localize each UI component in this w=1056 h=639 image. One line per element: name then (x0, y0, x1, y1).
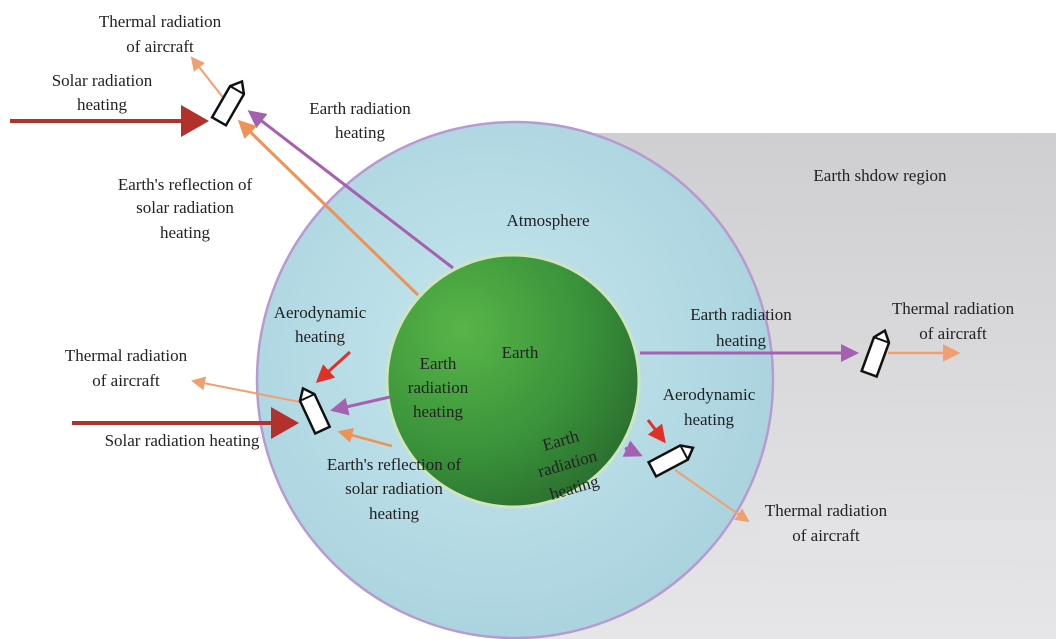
thermal-arrow-top (190, 56, 226, 101)
svg-text:of aircraft: of aircraft (792, 526, 860, 545)
svg-text:heating: heating (160, 223, 211, 242)
svg-text:Aerodynamic: Aerodynamic (274, 303, 367, 322)
svg-text:heating: heating (684, 410, 735, 429)
svg-text:heating: heating (77, 95, 128, 114)
label-aero-left: Aerodynamic heating (274, 303, 367, 346)
svg-text:Earth's reflection of: Earth's reflection of (118, 175, 253, 194)
label-thermal-top: Thermal radiation of aircraft (99, 12, 222, 56)
label-reflection-left: Earth's reflection of solar radiation he… (327, 455, 462, 523)
svg-text:Earth: Earth (420, 354, 457, 373)
label-thermal-left: Thermal radiation of aircraft (65, 346, 188, 390)
svg-text:heating: heating (295, 327, 346, 346)
svg-text:solar radiation: solar radiation (136, 198, 234, 217)
earth-globe (385, 253, 641, 509)
label-thermal-bottom: Thermal radiation of aircraft (765, 501, 888, 545)
reflection-arrow-left (337, 428, 393, 448)
svg-text:heating: heating (369, 504, 420, 523)
thermal-arrow-lower-right (674, 469, 750, 523)
label-shadow-region: Earth shdow region (813, 166, 947, 185)
svg-text:Earth radiation: Earth radiation (690, 305, 792, 324)
earth-radiation-arrow-lower-right (622, 440, 643, 457)
earth-radiation-arrow-top (247, 110, 454, 270)
aircraft-lower-right (646, 444, 695, 479)
earth-radiation-arrow-left (330, 395, 391, 416)
aero-arrow-lower-right (646, 419, 666, 444)
svg-text:Earth radiation: Earth radiation (309, 99, 411, 118)
aircraft-right (860, 328, 891, 379)
svg-text:Solar radiation: Solar radiation (52, 71, 153, 90)
svg-text:radiation: radiation (408, 378, 469, 397)
svg-text:of aircraft: of aircraft (92, 371, 160, 390)
svg-text:Thermal radiation: Thermal radiation (892, 299, 1015, 318)
label-earth: Earth (502, 343, 539, 362)
svg-text:of aircraft: of aircraft (919, 324, 987, 343)
aircraft-left (298, 386, 332, 436)
svg-text:heating: heating (413, 402, 464, 421)
label-solar-left: Solar radiation heating (105, 431, 260, 450)
shadow-band (760, 440, 1056, 480)
label-aero-right: Aerodynamic heating (663, 385, 756, 429)
aircraft-top-left (210, 79, 246, 128)
svg-text:heating: heating (335, 123, 386, 142)
svg-text:of aircraft: of aircraft (126, 37, 194, 56)
label-thermal-right: Thermal radiation of aircraft (892, 299, 1015, 343)
shadow-band (760, 520, 1056, 560)
svg-text:solar radiation: solar radiation (345, 479, 443, 498)
svg-text:Aerodynamic: Aerodynamic (663, 385, 756, 404)
aero-arrow-left (315, 350, 352, 384)
thermal-arrow-left (191, 376, 301, 403)
svg-text:Thermal radiation: Thermal radiation (765, 501, 888, 520)
svg-text:heating: heating (716, 331, 767, 350)
reflection-arrow-top (237, 119, 420, 297)
label-reflection-top: Earth's reflection of solar radiation he… (118, 175, 253, 242)
label-solar-top: Solar radiation heating (52, 71, 153, 114)
svg-text:Earth's reflection of: Earth's reflection of (327, 455, 462, 474)
svg-text:Thermal radiation: Thermal radiation (99, 12, 222, 31)
label-earth-radiation-inner: Earth radiation heating (408, 354, 469, 421)
label-earth-radiation-right: Earth radiation heating (690, 305, 792, 350)
svg-text:Thermal radiation: Thermal radiation (65, 346, 188, 365)
label-earth-radiation-top: Earth radiation heating (309, 99, 411, 142)
label-atmosphere: Atmosphere (506, 211, 589, 230)
